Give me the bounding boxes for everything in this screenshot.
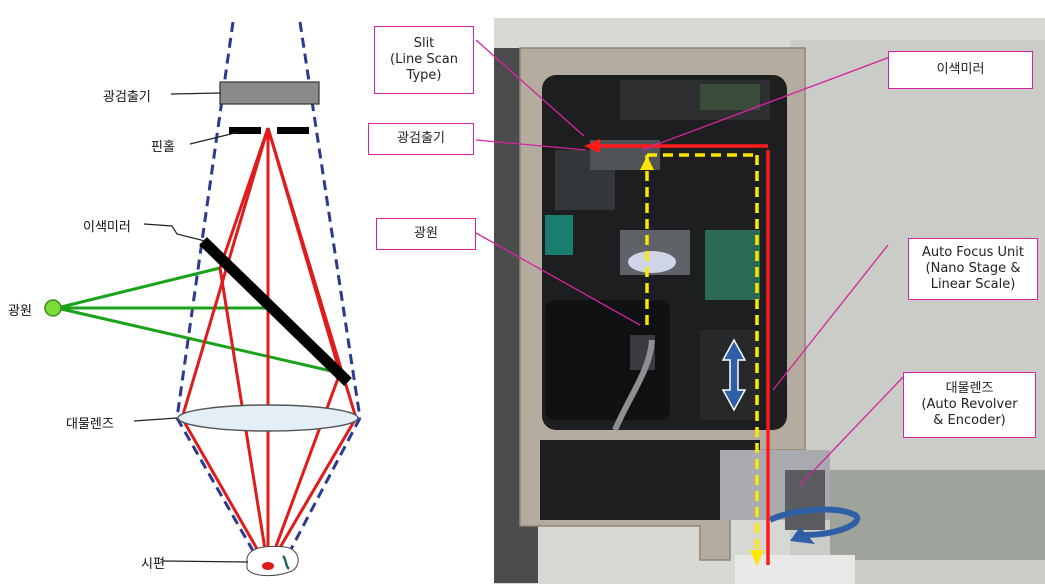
excitation-beam-lower — [56, 306, 341, 375]
leader-dichroic-mirror — [143, 223, 206, 242]
label-detector: 광검출기 — [103, 90, 151, 105]
rotation-arrow — [768, 506, 861, 538]
focus-motion-arrow — [721, 338, 747, 412]
leader-dichroic-mirror-photo — [641, 56, 891, 151]
emission-beam-outer-right-lower — [266, 417, 358, 569]
specimen-focal-spot — [262, 562, 274, 570]
leader-pinhole — [189, 131, 240, 145]
callout-auto-focus-line-2: (Nano Stage & — [925, 261, 1021, 276]
callout-detector: 광검출기 — [368, 123, 474, 155]
objective-lens — [177, 404, 359, 432]
circuit-board — [700, 84, 760, 110]
focal-cone-line-lower-left — [175, 417, 266, 571]
lower-compartment — [545, 300, 670, 420]
emission-beam-outer-left-upper — [180, 127, 270, 419]
specimen-outline — [246, 545, 299, 576]
pinhole-plate-left — [229, 127, 261, 134]
callout-objective-line-1: 대물렌즈 — [945, 381, 994, 396]
callout-objective-line-3: & Encoder) — [933, 413, 1006, 428]
red-arrow-head-left — [584, 139, 600, 153]
focus-unit-board — [705, 230, 760, 300]
confocal-schematic — [44, 21, 362, 576]
background-equipment — [830, 470, 1045, 560]
callout-leader-lines — [475, 39, 906, 486]
leader-auto-focus — [772, 244, 889, 391]
callout-slit-line-3: Type) — [406, 68, 442, 83]
leader-detector — [170, 92, 222, 95]
stage-surface — [735, 555, 855, 584]
excitation-beams — [56, 266, 341, 375]
emission-beam-inner-left-upper — [218, 127, 270, 269]
label-dichroic-mirror: 이색미러 — [83, 220, 131, 235]
focal-cone-line-lower-right — [278, 417, 362, 571]
callout-objective-line-2: (Auto Revolver — [921, 397, 1018, 412]
label-specimen: 시편 — [141, 557, 165, 572]
callout-light-source-text: 광원 — [414, 226, 438, 241]
callout-auto-focus-line-3: Linear Scale) — [930, 277, 1016, 292]
green-connector — [545, 215, 573, 255]
specimen-feature — [282, 555, 290, 570]
light-source-icon — [44, 299, 62, 317]
dichroic-mirror — [199, 237, 352, 386]
leader-objective-lens — [133, 417, 178, 422]
emission-beam-inner-right-upper — [266, 127, 342, 374]
callout-light-source: 광원 — [376, 218, 476, 250]
pinhole-plate-right — [277, 127, 309, 134]
rotation-arrow-head — [790, 527, 815, 544]
leader-detector-photo — [475, 139, 587, 151]
callout-auto-focus-line-1: Auto Focus Unit — [921, 245, 1025, 260]
leader-slit — [475, 39, 585, 137]
label-light-source: 광원 — [8, 304, 32, 319]
leader-specimen — [162, 560, 249, 563]
callout-objective: 대물렌즈 (Auto Revolver & Encoder) — [903, 372, 1036, 438]
emission-beam-inner-right-lower — [266, 372, 342, 569]
label-objective-lens: 대물렌즈 — [66, 417, 114, 432]
fiber-cable — [612, 339, 655, 432]
callout-detector-text: 광검출기 — [397, 131, 445, 146]
light-source-glow — [628, 251, 676, 273]
optical-path-yellow — [645, 153, 759, 560]
emission-beam-outer-left-lower — [180, 417, 270, 569]
excitation-beam-upper — [56, 266, 221, 310]
yellow-arrow-head-up — [640, 156, 654, 170]
callout-auto-focus: Auto Focus Unit (Nano Stage & Linear Sca… — [908, 238, 1038, 300]
left-leader-lines — [133, 92, 249, 563]
leader-light-source-photo — [475, 232, 641, 326]
callout-dichroic-mirror-text: 이색미러 — [936, 62, 985, 77]
label-pinhole: 핀홀 — [151, 140, 175, 155]
leader-objective-photo — [799, 374, 906, 486]
callout-slit: Slit (Line Scan Type) — [374, 26, 474, 94]
callout-dichroic-mirror: 이색미러 — [888, 51, 1033, 89]
callout-slit-line-1: Slit — [413, 36, 435, 51]
yellow-arrow-head-down — [750, 550, 764, 566]
optical-path-red — [590, 144, 770, 565]
callout-slit-line-2: (Line Scan — [390, 52, 458, 67]
